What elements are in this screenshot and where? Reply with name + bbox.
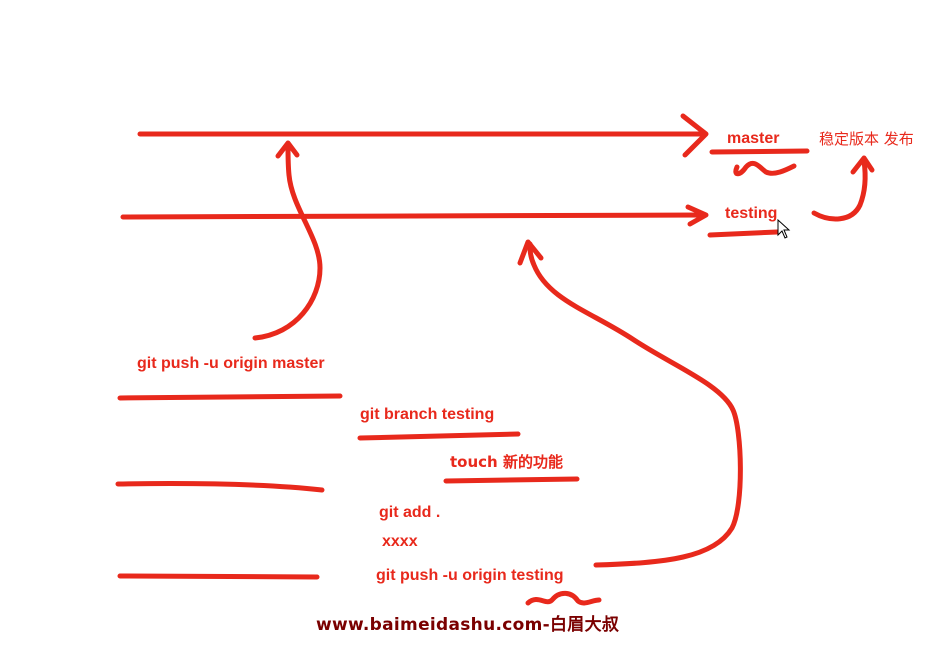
mouse-pointer-icon — [777, 219, 791, 239]
testing-branch-line — [120, 212, 708, 220]
master-note: 稳定版本 发布 — [819, 130, 914, 148]
testing-label: testing — [725, 205, 778, 222]
cmd-push-master: git push -u origin master — [137, 355, 325, 372]
divider-line-2 — [117, 573, 320, 580]
master-underline — [709, 148, 810, 155]
testing-arrowhead — [685, 204, 709, 227]
push-master-arrowhead — [275, 140, 300, 159]
cmd-xxxx: xxxx — [382, 533, 418, 550]
release-curve-arrowhead — [850, 155, 875, 175]
cmd-git-add: git add . — [379, 504, 441, 521]
push-testing-squiggle — [525, 590, 602, 606]
watermark: www.baimeidashu.com-白眉大叔 — [316, 615, 620, 635]
touch-underline — [443, 476, 580, 484]
cmd-push-testing: git push -u origin testing — [376, 567, 564, 584]
cmd-branch-testing: git branch testing — [360, 406, 495, 423]
divider-line-1 — [115, 481, 325, 493]
branch-underline — [357, 431, 521, 441]
master-arrowhead — [680, 113, 709, 158]
push-testing-curve — [527, 241, 743, 568]
release-curve — [811, 158, 868, 222]
cmd-touch: touch 新的功能 — [450, 453, 563, 471]
push-testing-arrowhead — [517, 239, 544, 266]
testing-underline — [707, 229, 780, 238]
master-squiggle — [733, 160, 797, 177]
push-master-curve — [252, 143, 323, 341]
push-master-underline — [117, 393, 343, 401]
master-label: master — [727, 130, 780, 147]
